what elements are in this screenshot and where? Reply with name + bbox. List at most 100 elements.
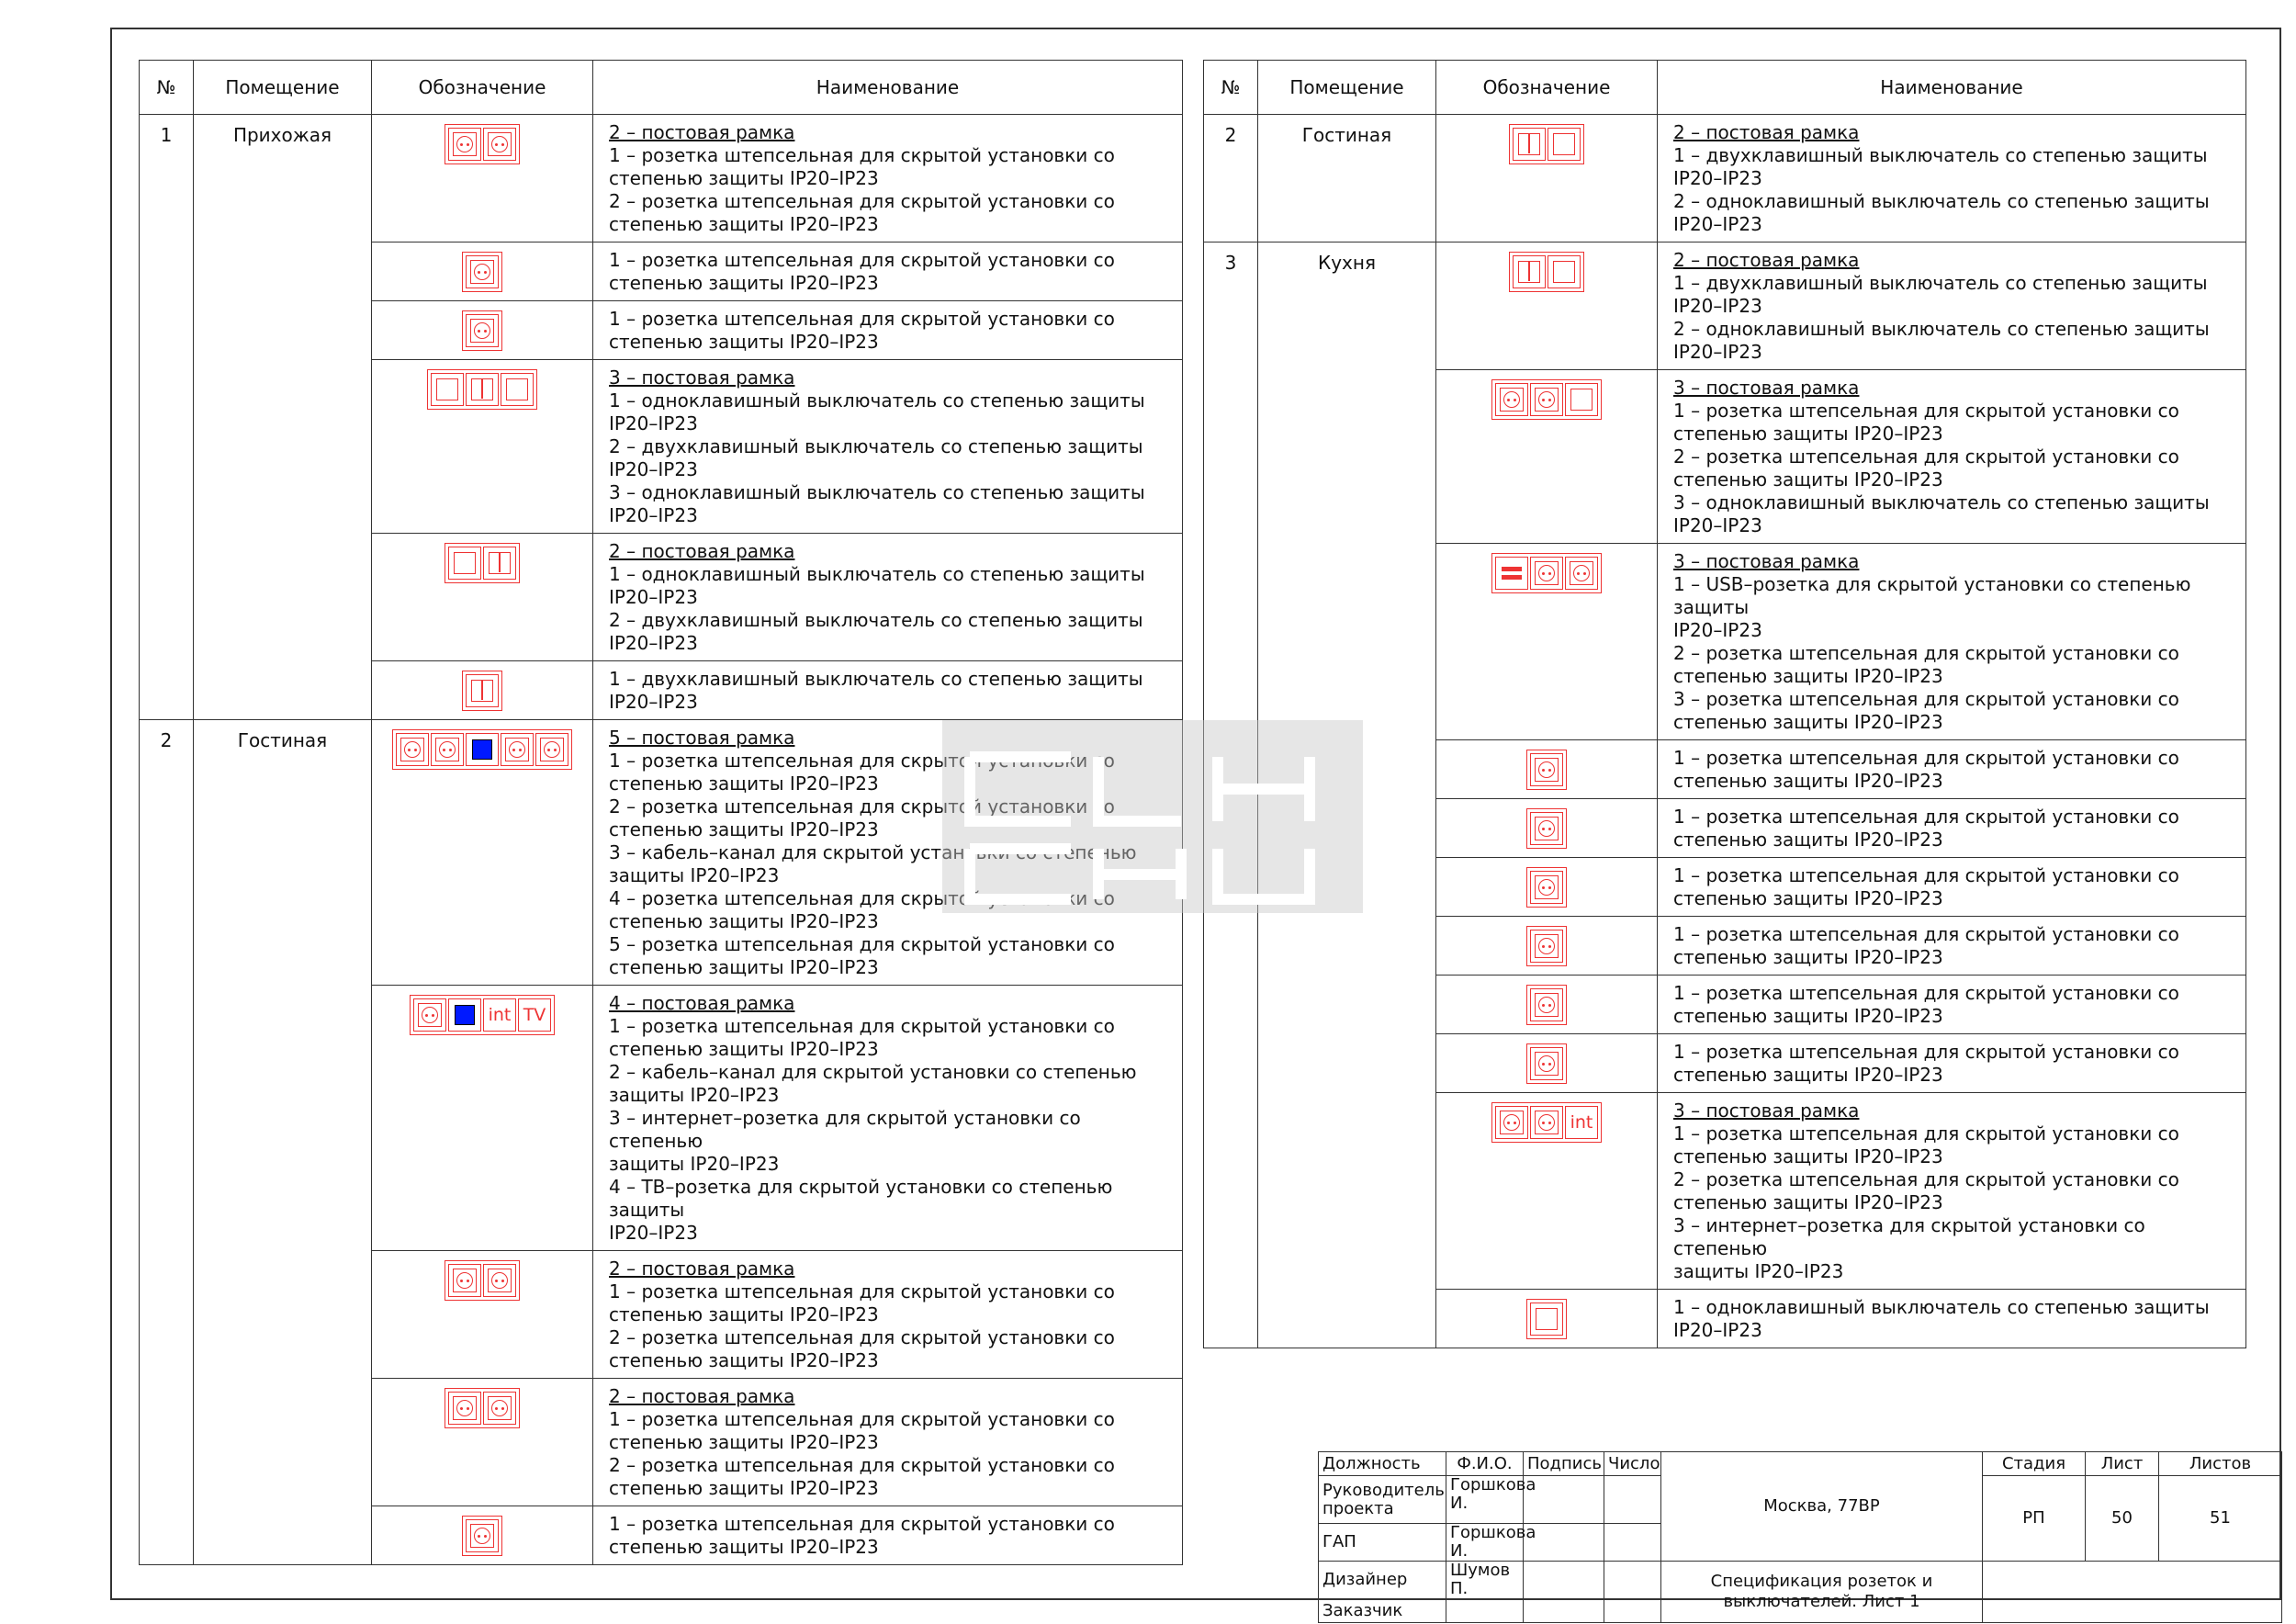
stamp-name-4	[1446, 1598, 1524, 1623]
description-line: 1 – розетка штепсельная для скрытой уста…	[1673, 400, 2179, 422]
frame-title: 2 – постовая рамка	[609, 540, 795, 562]
frame-module	[1565, 557, 1598, 590]
stamp-position-3: Дизайнер	[1318, 1561, 1446, 1599]
frame-symbol	[1526, 808, 1567, 849]
description-line: защиты IP20–IP23	[1673, 1260, 1844, 1282]
table-row: 1 – розетка штепсельная для скрытой уста…	[1204, 975, 2246, 1034]
switch1-icon	[506, 378, 528, 400]
description-cell: 1 – розетка штепсельная для скрытой уста…	[592, 242, 1183, 301]
description-line: степенью защиты IP20–IP23	[609, 272, 879, 294]
frame-module	[413, 998, 446, 1032]
description-line: 1 – USB–розетка для скрытой установки со…	[1673, 573, 2191, 618]
frame-symbol	[1491, 379, 1602, 420]
header-room: Помещение	[193, 60, 372, 115]
usb-icon	[1502, 566, 1522, 581]
description-line: степенью защиты IP20–IP23	[1673, 423, 1943, 445]
table-row: 1 – розетка штепсельная для скрытой уста…	[1204, 798, 2246, 858]
frame-symbol	[1509, 124, 1584, 164]
socket-frame	[488, 132, 512, 156]
description-line: 3 – розетка штепсельная для скрытой уста…	[1673, 688, 2179, 710]
stamp-date-4	[1604, 1598, 1661, 1623]
stamp-sheets: 51	[2158, 1475, 2282, 1562]
stamp-name-2: Горшкова И.	[1446, 1523, 1536, 1562]
frame-symbol	[1509, 252, 1584, 292]
frame-module	[448, 998, 481, 1032]
socket-icon	[1538, 879, 1555, 896]
frame-module	[1495, 1106, 1528, 1139]
description-line: 2 – розетка штепсельная для скрытой уста…	[1673, 642, 2179, 664]
description-cell: 1 – розетка штепсельная для скрытой уста…	[1657, 975, 2246, 1034]
switch1-icon	[1536, 1308, 1558, 1330]
description-line: 1 – розетка штепсельная для скрытой уста…	[609, 144, 1115, 166]
description-cell: 1 – розетка штепсельная для скрытой уста…	[1657, 1033, 2246, 1093]
socket-icon	[422, 1007, 438, 1023]
description-line: степенью защиты IP20–IP23	[1673, 1145, 1943, 1167]
description-line: защиты IP20–IP23	[609, 1153, 780, 1175]
socket-icon	[474, 322, 490, 339]
description-cell: 1 – розетка штепсельная для скрытой уста…	[1657, 916, 2246, 976]
description-line: степенью защиты IP20–IP23	[1673, 665, 1943, 687]
socket-icon	[474, 1528, 490, 1544]
frame-title: 3 – постовая рамка	[1673, 550, 1860, 572]
stamp-sheet: 50	[2085, 1475, 2159, 1562]
frame-module	[466, 733, 499, 766]
frame-module	[1530, 930, 1563, 963]
frame-symbol	[1526, 1299, 1567, 1339]
frame-module	[501, 373, 534, 406]
frame-module	[448, 1392, 481, 1425]
symbol-cell	[1435, 369, 1658, 544]
frame-title: 5 – постовая рамка	[609, 727, 795, 749]
table-row: 1 – розетка штепсельная для скрытой уста…	[140, 1506, 1183, 1565]
description-line: 1 – розетка штепсельная для скрытой уста…	[609, 1015, 1115, 1037]
description-line: 2 – розетка штепсельная для скрытой уста…	[609, 795, 1115, 818]
description-line: 1 – розетка штепсельная для скрытой уста…	[609, 1280, 1115, 1303]
stamp-header-stage: Стадия	[1982, 1451, 2086, 1476]
socket-frame	[1535, 758, 1559, 782]
description-line: степенью защиты IP20–IP23	[609, 1431, 879, 1453]
header-name: Наименование	[1657, 60, 2246, 115]
description-line: 2 – розетка штепсельная для скрытой уста…	[609, 1454, 1115, 1476]
symbol-cell	[1435, 1289, 1658, 1348]
description-cell: 1 – розетка штепсельная для скрытой уста…	[592, 300, 1183, 360]
description-line: 1 – двухклавишный выключатель со степень…	[1673, 272, 2208, 317]
stamp-header-sheets: Листов	[2158, 1451, 2282, 1476]
switch2-icon	[489, 552, 511, 574]
frame-symbol	[445, 1388, 520, 1428]
table-row: 1 – розетка штепсельная для скрытой уста…	[1204, 739, 2246, 799]
stamp-header-position: Должность	[1318, 1451, 1446, 1476]
switch1-icon	[454, 552, 476, 574]
frame-module	[1530, 557, 1563, 590]
header-symbol: Обозначение	[1435, 60, 1658, 115]
frame-symbol	[445, 124, 520, 164]
socket-icon	[491, 136, 508, 152]
socket-frame	[453, 1269, 477, 1292]
frame-module	[1530, 1106, 1563, 1139]
description-cell: 1 – розетка штепсельная для скрытой уста…	[592, 1506, 1183, 1565]
description-cell: 1 – розетка штепсельная для скрытой уста…	[1657, 739, 2246, 799]
frame-module	[483, 1392, 516, 1425]
stamp-header-sign: Подпись	[1523, 1451, 1604, 1476]
stamp-position-1: Руководитель проекта	[1318, 1475, 1446, 1524]
description-line: степенью защиты IP20–IP23	[1673, 1005, 1943, 1027]
description-line: степенью защиты IP20–IP23	[609, 956, 879, 978]
description-line: степенью защиты IP20–IP23	[1673, 1191, 1943, 1213]
description-line: степенью защиты IP20–IP23	[609, 1349, 879, 1371]
description-line: степенью защиты IP20–IP23	[609, 1477, 879, 1499]
room-name: Прихожая	[193, 114, 372, 720]
socket-icon	[1503, 391, 1520, 408]
description-line: 1 – розетка штепсельная для скрытой уста…	[1673, 864, 2179, 886]
socket-frame	[488, 1269, 512, 1292]
frame-module	[1530, 1303, 1563, 1336]
socket-icon	[456, 1272, 473, 1289]
watermark-logo	[942, 720, 1363, 913]
description-cell: 1 – двухклавишный выключатель со степень…	[592, 660, 1183, 720]
socket-frame	[435, 738, 459, 761]
description-line: 1 – розетка штепсельная для скрытой уста…	[1673, 806, 2179, 828]
socket-icon	[544, 741, 560, 758]
